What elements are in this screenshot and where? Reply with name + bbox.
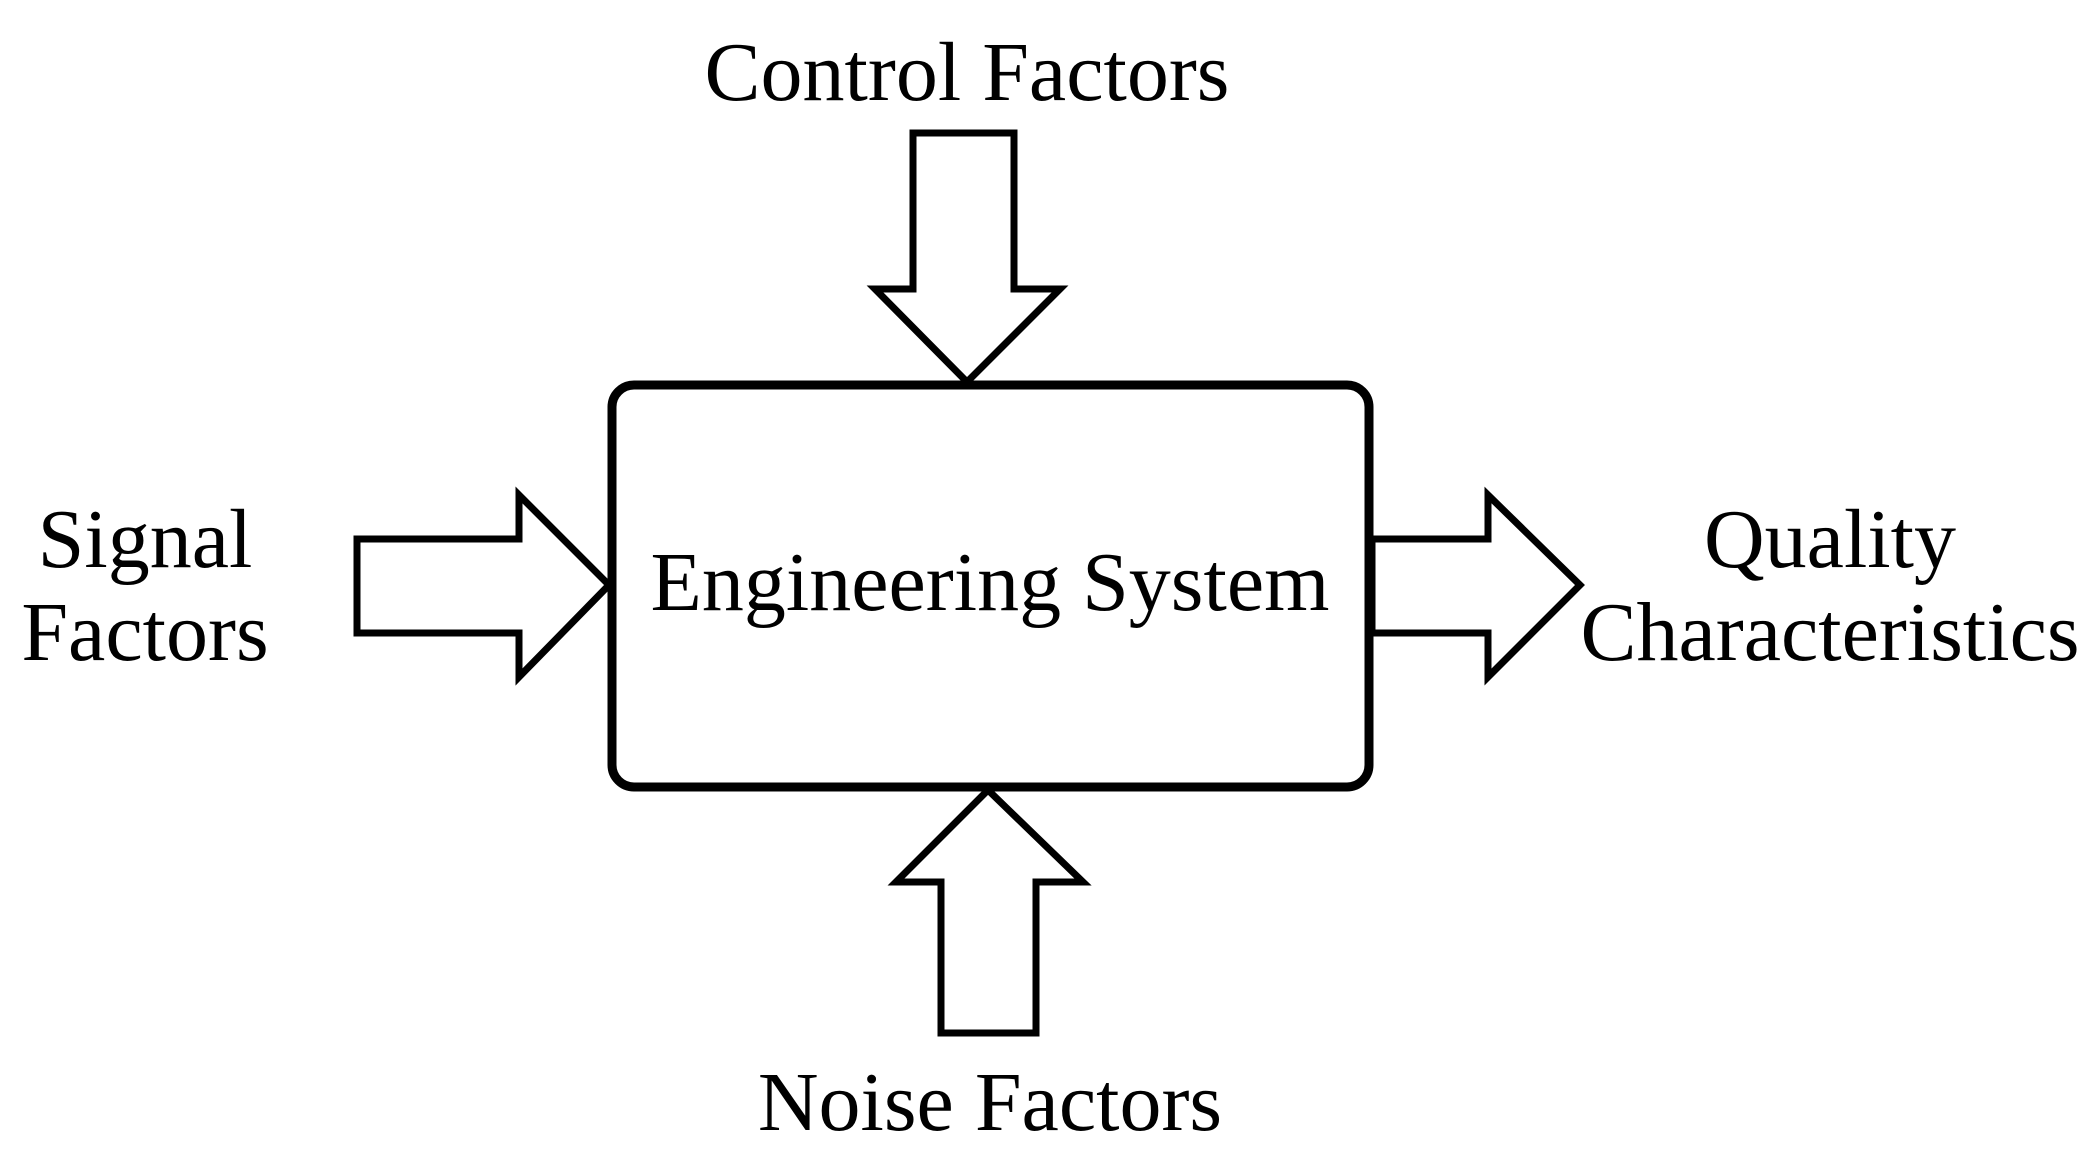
signal-factors-label-line2: Factors	[21, 586, 268, 679]
noise-factors-arrow	[887, 785, 1092, 1037]
control-factors-arrow	[866, 129, 1069, 387]
quality-characteristics-label-line1: Quality	[1704, 493, 1956, 586]
signal-factors-arrow	[353, 486, 614, 686]
quality-characteristics-label-line2: Characteristics	[1580, 586, 2079, 679]
engineering-system-label: Engineering System	[651, 536, 1330, 629]
quality-characteristics-arrow	[1368, 486, 1585, 686]
control-factors-label: Control Factors	[705, 26, 1230, 119]
signal-factors-label-line1: Signal	[38, 493, 253, 586]
noise-factors-label: Noise Factors	[758, 1056, 1222, 1149]
